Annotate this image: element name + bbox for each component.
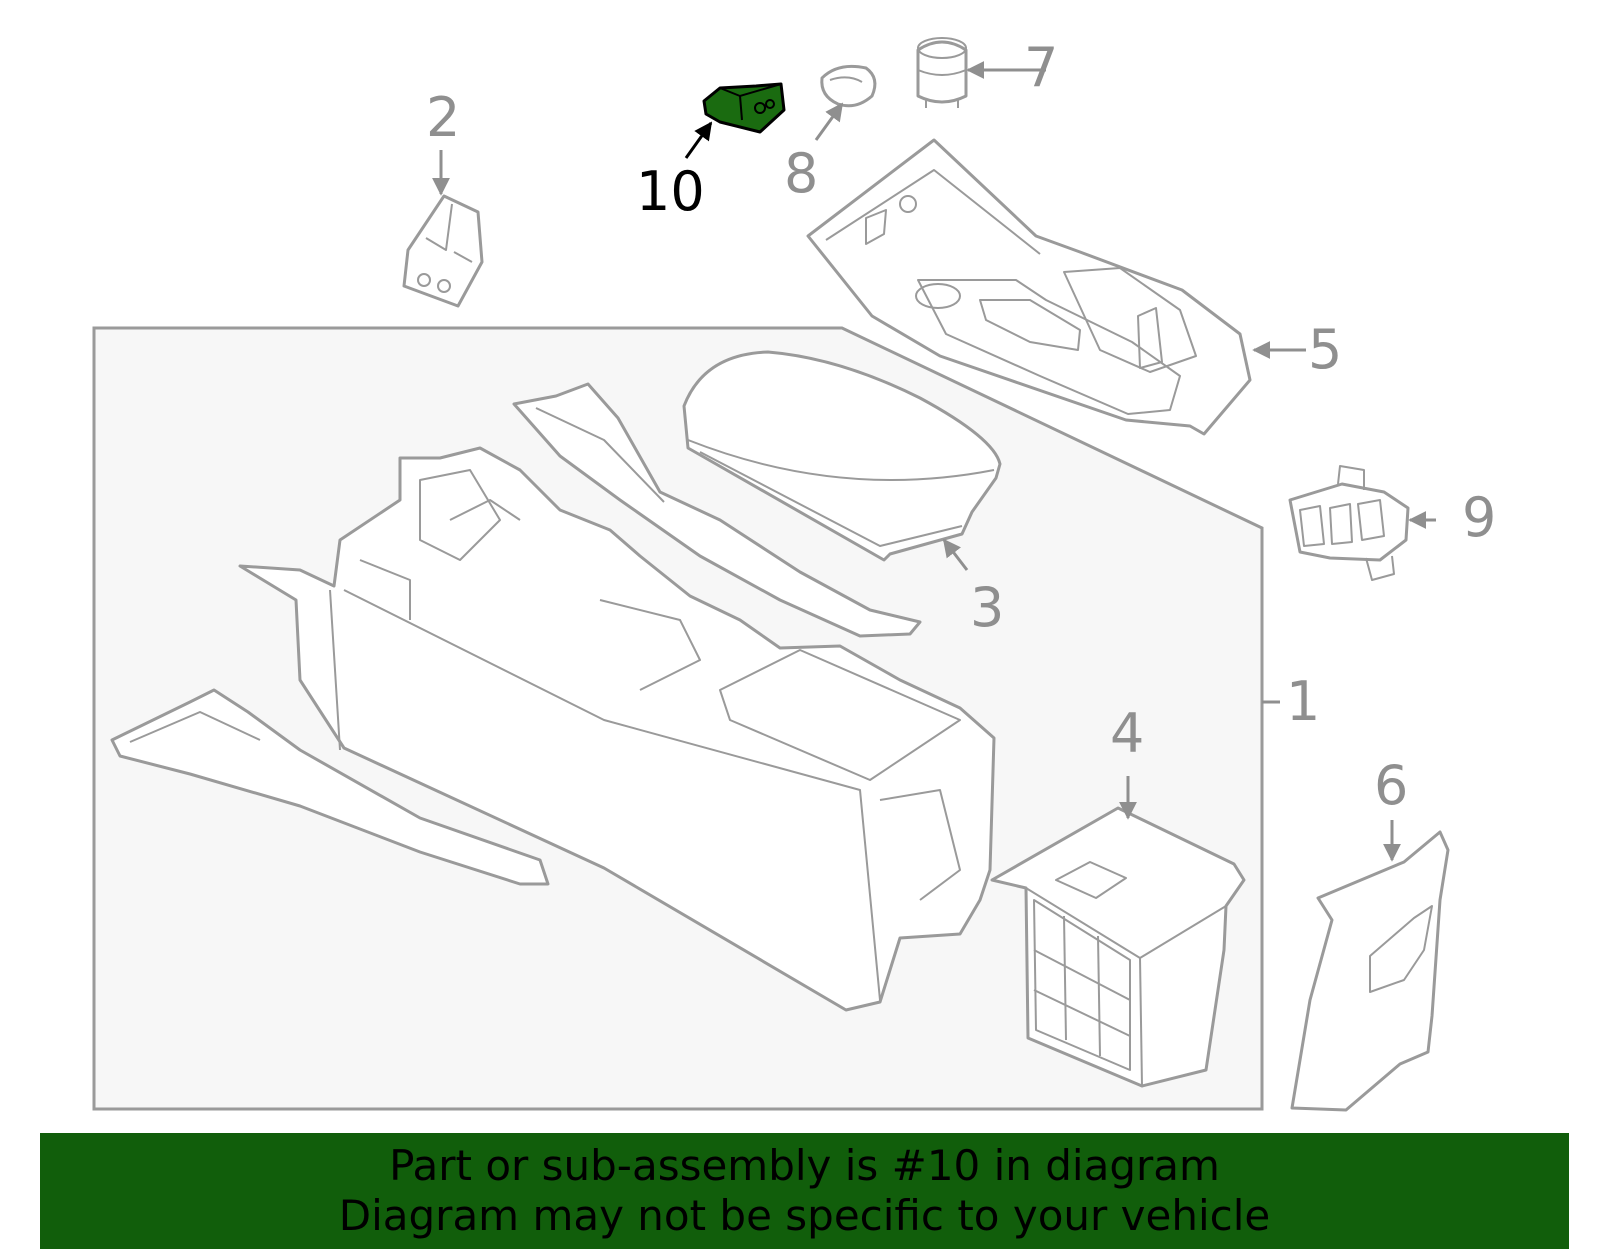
leader-lines bbox=[432, 61, 1436, 862]
callout-6: 6 bbox=[1374, 754, 1408, 817]
callout-7: 7 bbox=[1024, 36, 1058, 99]
callout-3: 3 bbox=[970, 576, 1004, 639]
part-3-armrest-lid bbox=[682, 350, 1002, 562]
part-5-console-panel bbox=[806, 138, 1252, 436]
callout-8: 8 bbox=[784, 142, 818, 205]
part-1-console-body bbox=[238, 446, 996, 1012]
part-8-knob bbox=[820, 64, 877, 108]
part-9-switch-module bbox=[1288, 465, 1410, 581]
banner-line-2: Diagram may not be specific to your vehi… bbox=[338, 1191, 1271, 1240]
callout-9: 9 bbox=[1462, 486, 1496, 549]
console-front-trim bbox=[110, 688, 550, 886]
callout-5: 5 bbox=[1308, 318, 1342, 381]
info-banner: Part or sub-assembly is #10 in diagram D… bbox=[40, 1133, 1569, 1249]
part-7-cap bbox=[916, 37, 968, 108]
callout-10: 10 bbox=[636, 160, 705, 223]
callout-4: 4 bbox=[1110, 702, 1144, 765]
callout-1: 1 bbox=[1286, 670, 1320, 733]
part-10-switch[interactable] bbox=[702, 82, 786, 134]
banner-line-1: Part or sub-assembly is #10 in diagram bbox=[389, 1141, 1220, 1190]
part-6-side-panel bbox=[1290, 830, 1450, 1112]
callout-2: 2 bbox=[426, 86, 460, 149]
part-4-storage-box bbox=[990, 806, 1246, 1088]
console-side-trim bbox=[512, 382, 922, 638]
part-2-bracket bbox=[402, 194, 484, 308]
